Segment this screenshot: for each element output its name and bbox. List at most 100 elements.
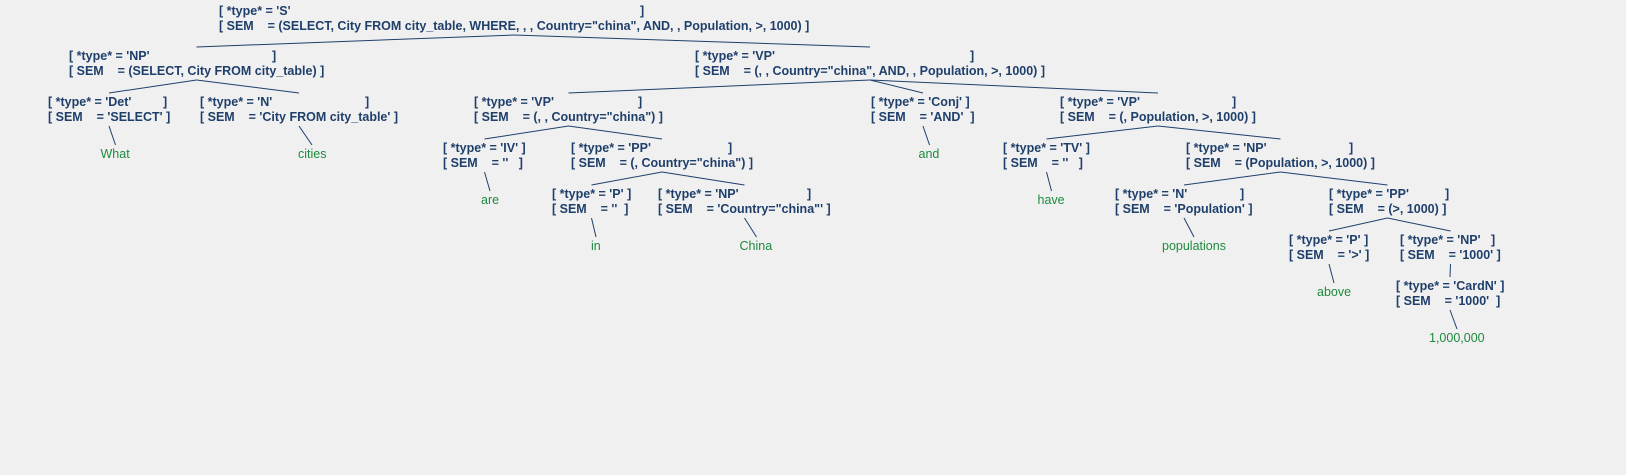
word-above: above <box>1317 285 1352 299</box>
node-type-close-bracket: ] <box>1445 187 1450 201</box>
node-np4: [ *type* = 'NP' ][ SEM = '1000' ] <box>1400 233 1501 263</box>
node-sem-label: [ SEM = '' ] <box>552 202 629 216</box>
node-type-close-bracket: ] <box>728 141 733 155</box>
node-vp3: [ *type* = 'VP'][ SEM = (, Population, >… <box>1060 95 1256 125</box>
node-pp2: [ *type* = 'PP'][ SEM = (>, 1000) ] <box>1329 187 1450 217</box>
node-sem-label: [ SEM = 'SELECT' ] <box>48 110 171 124</box>
node-p1: [ *type* = 'P' ][ SEM = '' ] <box>552 187 631 217</box>
node-type-close-bracket: ] <box>638 95 643 109</box>
node-sem-label: [ SEM = 'AND' ] <box>871 110 975 124</box>
word-are: are <box>481 193 500 207</box>
tree-edge <box>591 171 663 186</box>
word-1000: 1,000,000 <box>1429 331 1485 345</box>
node-type-label: [ *type* = 'N' <box>1115 187 1188 201</box>
node-type-label: [ *type* = 'N' <box>200 95 273 109</box>
tree-edge <box>108 125 116 146</box>
tree-edge <box>108 79 197 94</box>
tree-edge <box>1280 171 1388 186</box>
node-type-close-bracket: ] <box>272 49 277 63</box>
tree-edge <box>1328 263 1335 284</box>
node-type-close-bracket: ] <box>807 187 812 201</box>
node-type-label: [ *type* = 'Conj' ] <box>871 95 970 109</box>
tree-edge <box>1449 263 1451 278</box>
node-sem-label: [ SEM = 'Population' ] <box>1115 202 1253 216</box>
tree-edge <box>1157 125 1281 140</box>
node-type-close-bracket: ] <box>970 49 975 63</box>
node-np3: [ *type* = 'NP'][ SEM = 'Country="china"… <box>658 187 831 217</box>
node-type-label: [ *type* = 'P' ] <box>552 187 632 201</box>
tree-edge <box>744 217 757 238</box>
node-sem-label: [ SEM = (SELECT, City FROM city_table, W… <box>219 19 810 33</box>
node-sem-label: [ SEM = '>' ] <box>1289 248 1370 262</box>
node-type-close-bracket: ] <box>163 95 168 109</box>
node-type-label: [ *type* = 'NP' <box>1186 141 1267 155</box>
node-type-label: [ *type* = 'VP' <box>1060 95 1140 109</box>
tree-edge <box>1387 217 1451 232</box>
node-iv: [ *type* = 'IV' ][ SEM = '' ] <box>443 141 526 171</box>
node-cardn: [ *type* = 'CardN' ][ SEM = '1000' ] <box>1396 279 1504 309</box>
node-type-label: [ *type* = 'PP' <box>1329 187 1409 201</box>
node-sem-label: [ SEM = 'Country="china"' ] <box>658 202 831 216</box>
node-sem-label: [ SEM = '1000' ] <box>1400 248 1501 262</box>
tree-edge <box>568 125 663 140</box>
word-in: in <box>591 239 601 253</box>
node-type-label: [ *type* = 'P' ] <box>1289 233 1369 247</box>
word-what: What <box>100 147 130 161</box>
node-np2: [ *type* = 'NP'][ SEM = (Population, >, … <box>1186 141 1375 171</box>
node-type-label: [ *type* = 'IV' ] <box>443 141 526 155</box>
node-type-label: [ *type* = 'PP' <box>571 141 651 155</box>
node-sem-label: [ SEM = (>, 1000) ] <box>1329 202 1447 216</box>
node-n2: [ *type* = 'N'][ SEM = 'Population' ] <box>1115 187 1253 217</box>
node-tv: [ *type* = 'TV' ][ SEM = '' ] <box>1003 141 1090 171</box>
tree-edge <box>484 171 491 192</box>
tree-edge <box>513 34 871 48</box>
word-and: and <box>918 147 940 161</box>
node-type-label: [ *type* = 'Det' <box>48 95 132 109</box>
tree-edge <box>922 125 930 146</box>
tree-edge <box>869 79 1159 94</box>
tree-edge <box>298 125 313 146</box>
node-type-close-bracket: ] <box>640 4 645 18</box>
node-sem-label: [ SEM = (, , Country="china") ] <box>474 110 663 124</box>
tree-edge <box>196 79 300 94</box>
tree-edge <box>1449 309 1458 330</box>
word-have: have <box>1037 193 1065 207</box>
node-sem-label: [ SEM = '1000' ] <box>1396 294 1501 308</box>
word-populations: populations <box>1162 239 1226 253</box>
tree-edge <box>869 79 924 94</box>
node-type-close-bracket: ] <box>1232 95 1237 109</box>
word-cities: cities <box>298 147 327 161</box>
node-sem-label: [ SEM = 'City FROM city_table' ] <box>200 110 398 124</box>
node-type-label: [ *type* = 'CardN' ] <box>1396 279 1505 293</box>
tree-edge <box>591 217 597 238</box>
node-det: [ *type* = 'Det'][ SEM = 'SELECT' ] <box>48 95 170 125</box>
node-s: [ *type* = 'S'][ SEM = (SELECT, City FRO… <box>219 4 809 34</box>
node-sem-label: [ SEM = '' ] <box>1003 156 1083 170</box>
node-vp1: [ *type* = 'VP'][ SEM = (, , Country="ch… <box>695 49 1045 79</box>
node-n1: [ *type* = 'N'][ SEM = 'City FROM city_t… <box>200 95 398 125</box>
node-type-close-bracket: ] <box>1240 187 1245 201</box>
node-p2: [ *type* = 'P' ][ SEM = '>' ] <box>1289 233 1369 263</box>
node-type-close-bracket: ] <box>365 95 370 109</box>
node-type-label: [ *type* = 'NP' ] <box>1400 233 1496 247</box>
node-sem-label: [ SEM = (, , Country="china", AND, , Pop… <box>695 64 1045 78</box>
tree-edge <box>196 34 515 48</box>
node-vp2: [ *type* = 'VP'][ SEM = (, , Country="ch… <box>474 95 663 125</box>
tree-edge <box>1046 125 1159 140</box>
tree-edge <box>1183 171 1281 186</box>
node-sem-label: [ SEM = (Population, >, 1000) ] <box>1186 156 1375 170</box>
node-conj: [ *type* = 'Conj' ][ SEM = 'AND' ] <box>871 95 975 125</box>
word-china: China <box>739 239 773 253</box>
node-sem-label: [ SEM = (, Population, >, 1000) ] <box>1060 110 1256 124</box>
node-np1: [ *type* = 'NP'][ SEM = (SELECT, City FR… <box>69 49 324 79</box>
node-type-label: [ *type* = 'NP' <box>69 49 150 63</box>
node-sem-label: [ SEM = (, Country="china") ] <box>571 156 754 170</box>
node-type-label: [ *type* = 'TV' ] <box>1003 141 1090 155</box>
tree-edge <box>484 125 569 140</box>
tree-edge <box>1328 217 1388 232</box>
node-pp1: [ *type* = 'PP'][ SEM = (, Country="chin… <box>571 141 753 171</box>
node-sem-label: [ SEM = (SELECT, City FROM city_table) ] <box>69 64 325 78</box>
node-sem-label: [ SEM = '' ] <box>443 156 523 170</box>
tree-edge <box>1183 217 1195 238</box>
